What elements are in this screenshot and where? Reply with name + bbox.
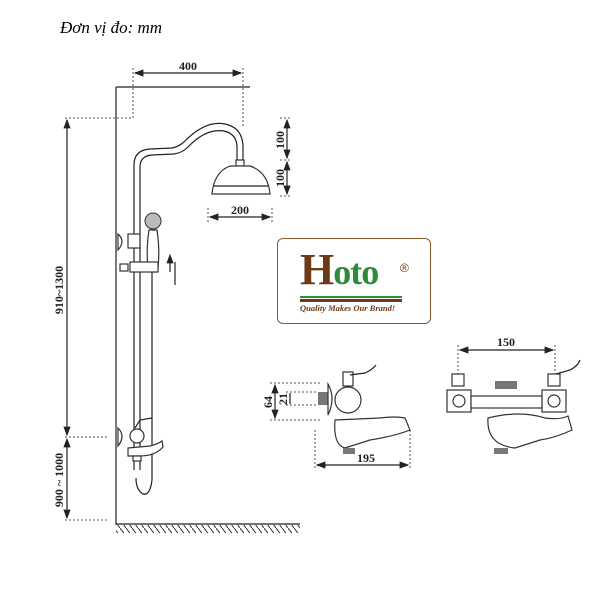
registered-mark: ® (400, 261, 409, 275)
svg-text:150: 150 (497, 335, 515, 349)
logo-wordmark: Hoto (300, 245, 379, 294)
logo-divider (300, 296, 402, 298)
dim-head: 100 100 200 (207, 117, 292, 222)
svg-text:64: 64 (261, 396, 275, 408)
svg-text:21: 21 (276, 393, 290, 405)
wall (115, 86, 300, 533)
mixer-front-view: 150 (446, 335, 581, 454)
dim-arm-reach: 400 (65, 59, 244, 128)
svg-text:200: 200 (231, 203, 249, 217)
dim-riser-height: 910~1300 (52, 118, 108, 521)
svg-text:900 ~ 1000: 900 ~ 1000 (52, 453, 66, 507)
hand-shower (117, 212, 175, 495)
svg-text:400: 400 (179, 59, 197, 73)
svg-text:910~1300: 910~1300 (52, 266, 66, 314)
rain-shower-head (211, 165, 271, 195)
unit-label: Đơn vị đo: mm (60, 18, 163, 37)
svg-text:100: 100 (273, 131, 287, 149)
mixer-side-view: 64 21 195 (261, 364, 411, 470)
svg-text:195: 195 (357, 451, 375, 465)
dim-mixer-height: 900 ~ 1000 (52, 437, 71, 520)
hoto-logo: Hoto ® Quality Makes Our Brand! (277, 238, 431, 324)
bath-mixer (117, 417, 164, 462)
logo-divider (300, 299, 402, 302)
logo-tagline: Quality Makes Our Brand! (300, 303, 396, 313)
svg-text:100: 100 (273, 169, 287, 187)
